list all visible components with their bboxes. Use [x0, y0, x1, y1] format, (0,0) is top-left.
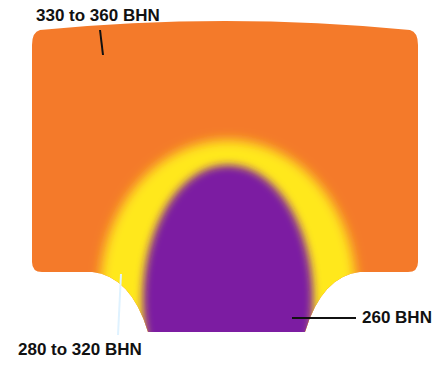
hardness-label: 280 to 320 BHN — [18, 340, 142, 360]
leader-line — [100, 30, 103, 55]
leader-line — [292, 317, 356, 319]
core-zone — [143, 165, 313, 366]
leader-line — [118, 274, 121, 335]
hardness-label: 330 to 360 BHN — [36, 6, 160, 26]
middle-zone — [100, 140, 356, 366]
hardness-label: 260 BHN — [362, 308, 432, 328]
